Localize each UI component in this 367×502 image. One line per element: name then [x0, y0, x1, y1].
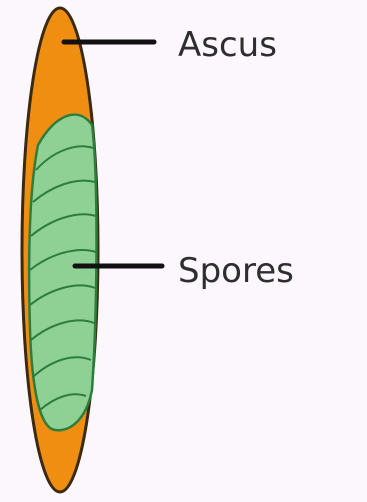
ascus-label: Ascus — [178, 25, 277, 65]
spore-cluster — [29, 115, 96, 431]
spores-label: Spores — [178, 251, 294, 291]
spore-region-outline — [29, 115, 96, 431]
